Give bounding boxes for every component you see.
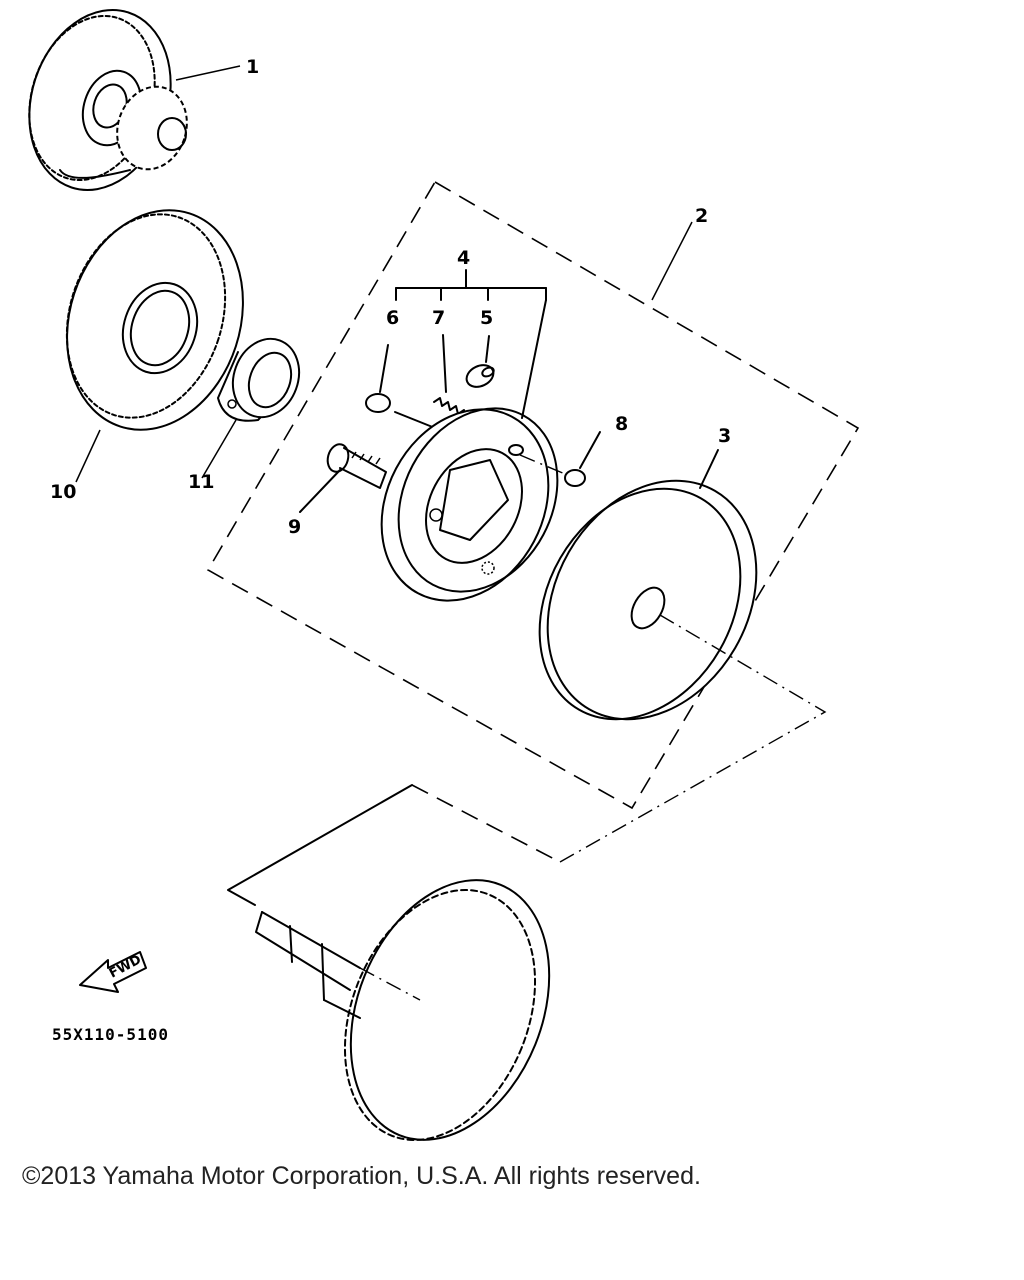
assembly-guide-dash bbox=[411, 784, 561, 863]
part-8-pin bbox=[519, 431, 601, 487]
part-5-spring-cap bbox=[465, 335, 495, 388]
callout-4: 4 bbox=[457, 247, 470, 269]
callout-3: 3 bbox=[718, 425, 731, 447]
callout-11: 11 bbox=[188, 471, 214, 493]
part-9-bolt bbox=[299, 443, 387, 513]
part-7-spring bbox=[433, 334, 467, 419]
crankshaft-rotor bbox=[255, 879, 551, 1141]
callout-8: 8 bbox=[615, 413, 628, 435]
assembly-connector-line bbox=[227, 784, 413, 906]
callout-leaders bbox=[75, 65, 693, 483]
part-4-clutch-body bbox=[380, 407, 559, 602]
callout-2: 2 bbox=[695, 205, 708, 227]
assembly-outline-part-2 bbox=[206, 180, 860, 810]
callout-6: 6 bbox=[386, 307, 399, 329]
callout-1: 1 bbox=[246, 56, 259, 78]
part-3-clutch-outer bbox=[538, 449, 827, 863]
part-1-idler-gear bbox=[28, 9, 188, 191]
fwd-label: FWD bbox=[107, 952, 144, 981]
forward-arrow-icon: FWD bbox=[79, 951, 147, 993]
part-10-starter-wheel-gear bbox=[65, 209, 244, 431]
copyright-notice: ©2013 Yamaha Motor Corporation, U.S.A. A… bbox=[22, 1162, 701, 1190]
callout-5: 5 bbox=[480, 307, 493, 329]
part-code: 55X110-5100 bbox=[52, 1025, 169, 1044]
part-4-bracket bbox=[395, 269, 547, 419]
callout-10: 10 bbox=[50, 481, 76, 503]
callout-9: 9 bbox=[288, 516, 301, 538]
part-6-roller bbox=[365, 344, 441, 431]
callout-7: 7 bbox=[432, 307, 445, 329]
part-11-bushing bbox=[217, 337, 301, 422]
